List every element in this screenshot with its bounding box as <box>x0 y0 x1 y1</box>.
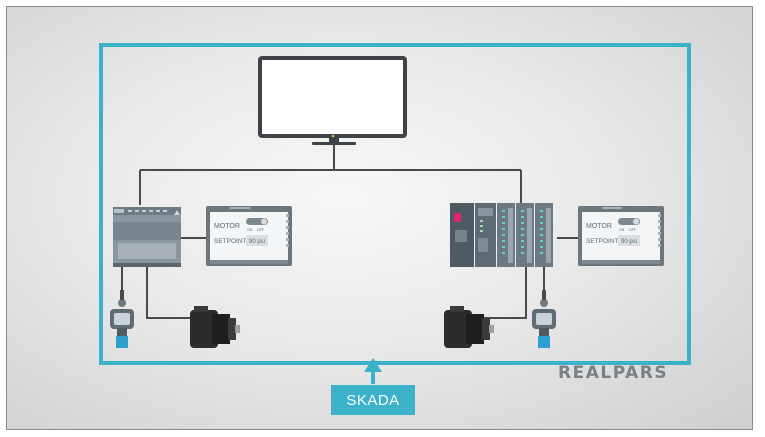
left-hmi-panel: MOTOR ON OFF SETPOINT 90 psi <box>206 206 292 266</box>
left-servo-motor <box>190 306 240 348</box>
left-hmi-on-label: ON <box>247 228 253 232</box>
left-hmi-off-label: OFF <box>257 228 264 232</box>
up-arrow-icon <box>364 358 382 384</box>
io-modules <box>497 203 553 267</box>
left-pressure-transmitter <box>110 290 134 348</box>
left-hmi-motor-label: MOTOR <box>214 223 240 230</box>
right-servo-motor <box>444 306 494 348</box>
scada-label: SKADA <box>331 385 415 415</box>
connection-lines <box>121 143 579 319</box>
right-hmi-setpoint-value: 90 psi <box>621 239 637 245</box>
right-pressure-transmitter <box>532 290 556 348</box>
right-hmi-off-label: OFF <box>629 228 636 232</box>
left-hmi-setpoint-label: SETPOINT <box>214 238 247 245</box>
left-hmi-setpoint-value: 90 psi <box>249 239 265 245</box>
right-plc-rack <box>450 203 553 267</box>
left-motor-link <box>146 266 194 319</box>
right-motor-link <box>480 266 527 319</box>
right-hmi-setpoint-label: SETPOINT <box>586 238 619 245</box>
scada-monitor <box>258 56 407 145</box>
right-hmi-motor-label: MOTOR <box>586 223 612 230</box>
right-hmi-panel: MOTOR ON OFF SETPOINT 90 psi <box>578 206 664 266</box>
right-hmi-on-label: ON <box>619 228 625 232</box>
scada-boundary-box <box>99 43 691 365</box>
realpars-logo: REALPARS <box>558 363 669 383</box>
left-plc <box>113 207 181 267</box>
